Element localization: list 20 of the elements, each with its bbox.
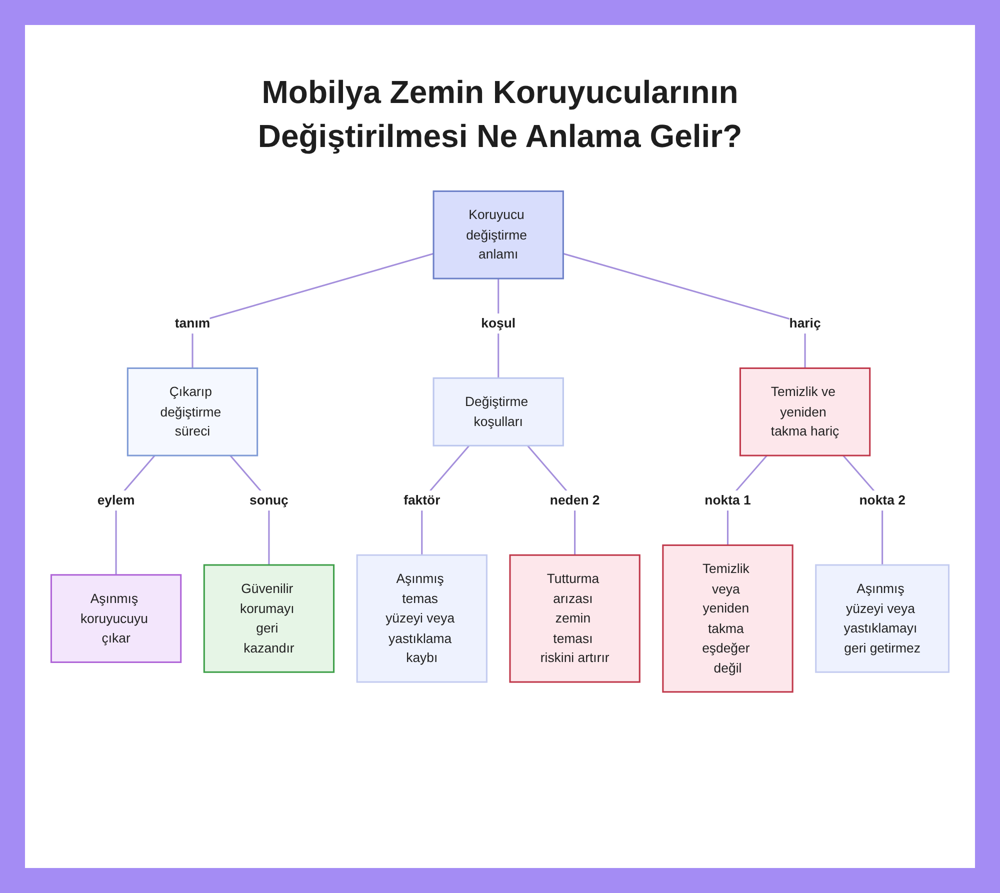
- edge-label: sonuç: [250, 490, 288, 510]
- process-box: Aşınmış temas yüzeyi veya yastıklama kaybı: [356, 554, 488, 683]
- process-box: Aşınmış yüzeyi veya yastıklamayı geri getirmez: [815, 564, 950, 673]
- process-box: Temizlik ve yeniden takma hariç: [739, 367, 871, 456]
- process-box: Aşınmış koruyucuyu çıkar: [50, 574, 182, 663]
- edge-label: koşul: [481, 313, 516, 334]
- connector-line: [562, 252, 806, 368]
- process-box: Çıkarıp değiştirme süreci: [126, 367, 258, 456]
- process-box: Tutturma arızası zemin teması riskini artırır: [509, 554, 640, 683]
- edge-label: faktör: [404, 490, 440, 510]
- edge-label: neden 2: [550, 490, 600, 510]
- process-box: Güvenilir korumayı geri kazandır: [203, 564, 335, 673]
- edge-label: nokta 1: [704, 490, 751, 510]
- diagram-title: Mobilya Zemin Koruyucularının Değiştirilmesi Ne Anlama Gelir?: [256, 73, 744, 156]
- connector-line: [192, 252, 434, 368]
- edge-label: nokta 2: [859, 490, 906, 510]
- process-box: Değiştirme koşulları: [432, 377, 564, 446]
- process-box: Temizlik veya yeniden takma eşdeğer değil: [662, 544, 794, 693]
- process-box: Koruyucu değiştirme anlamı: [432, 190, 564, 280]
- edge-label: eylem: [97, 490, 135, 510]
